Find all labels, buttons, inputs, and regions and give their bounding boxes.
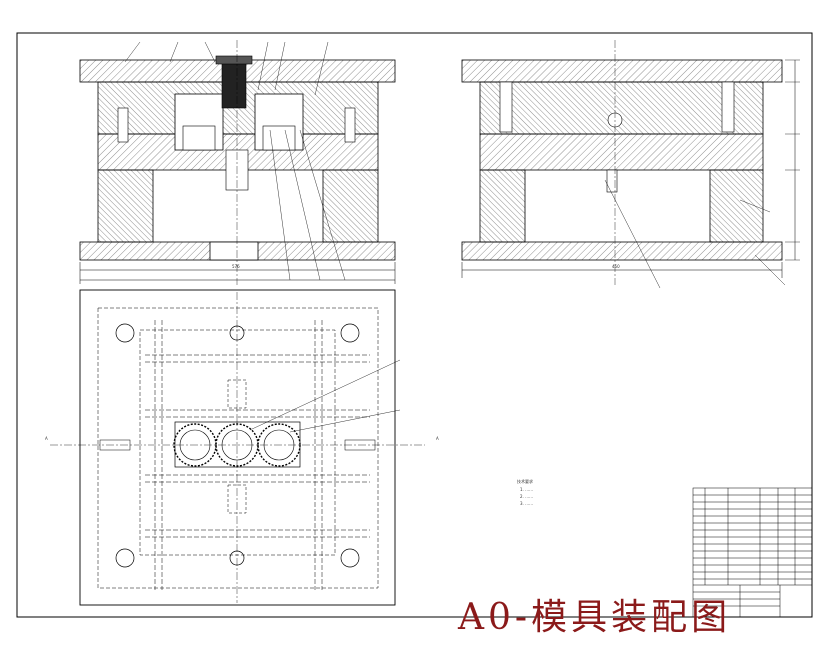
- drawing-border: [16, 32, 813, 618]
- title-block: [692, 487, 813, 618]
- watermark-title: A0-模具装配图: [458, 597, 732, 638]
- plan-view: A A: [45, 289, 439, 606]
- note-item: 2. ……: [520, 494, 533, 499]
- front-overall-dimension: 576: [232, 264, 240, 269]
- side-overall-dimension: 450: [612, 264, 620, 269]
- section-mark-left: A: [45, 436, 48, 441]
- side-section-view: [461, 40, 800, 289]
- technical-notes: 技术要求 1. …… 2. …… 3. ……: [517, 478, 533, 506]
- note-item: 1. ……: [520, 487, 533, 492]
- notes-heading: 技术要求: [517, 478, 533, 484]
- front-section-view: [79, 40, 396, 285]
- note-item: 3. ……: [520, 501, 533, 506]
- section-mark-right: A: [436, 436, 439, 441]
